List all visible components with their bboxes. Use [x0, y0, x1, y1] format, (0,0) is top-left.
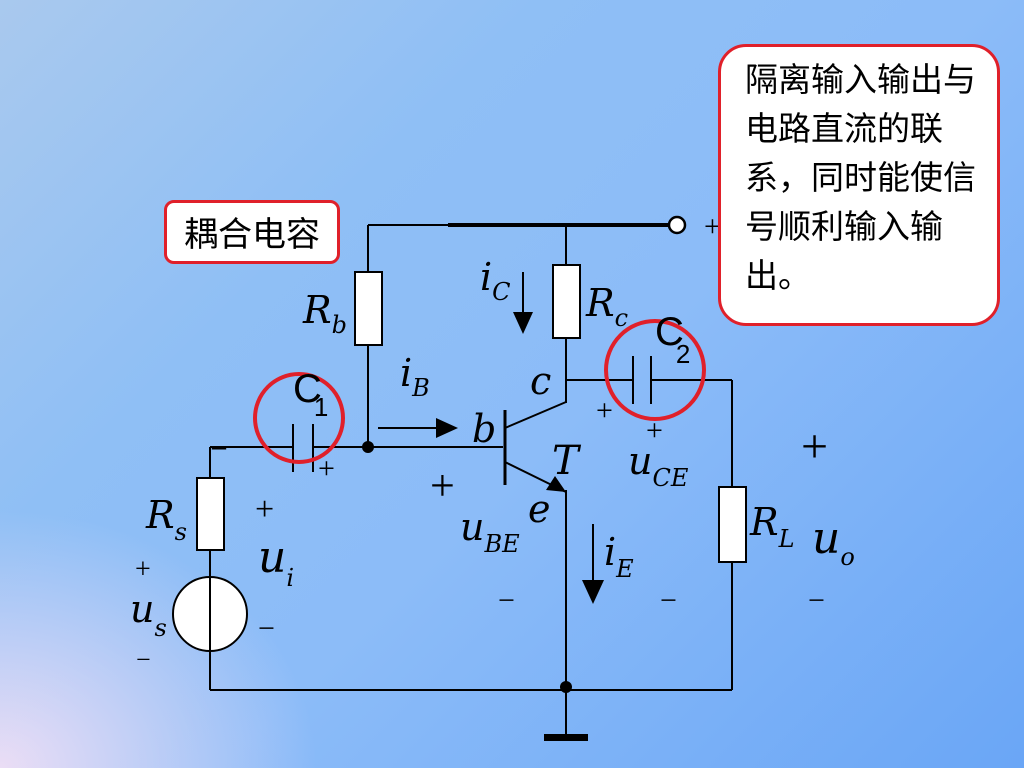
label-uce: uCE	[628, 439, 689, 492]
label-collector: c	[530, 359, 551, 403]
vcc-terminal-icon	[667, 215, 687, 235]
resistor-rb	[354, 271, 383, 346]
sign-c2-plus: +	[596, 394, 613, 427]
label-rc: Rc	[585, 281, 628, 332]
junction-ground	[560, 681, 572, 693]
label-transistor: T	[552, 438, 582, 484]
label-emitter: e	[528, 487, 551, 531]
capacitor-c1	[292, 424, 314, 472]
label-rs: Rs	[145, 493, 187, 546]
sign-us-plus: +	[135, 554, 151, 585]
label-ib: iB	[400, 351, 430, 402]
sign-ui-plus: +	[255, 491, 274, 528]
resistor-rc	[552, 264, 581, 339]
sign-vcc-plus: +	[704, 210, 721, 243]
label-ie: iE	[604, 530, 634, 583]
label-ui: ui	[258, 532, 294, 592]
label-rl: RL	[749, 500, 795, 553]
sign-us-minus: −	[136, 645, 151, 674]
label-us: us	[130, 587, 167, 642]
label-ube: uBE	[460, 505, 520, 558]
ie-arrow-icon	[582, 524, 604, 604]
sign-uo-minus: −	[808, 584, 825, 617]
junction-base	[362, 441, 374, 453]
label-base: b	[472, 407, 496, 451]
capacitor-function-note: 隔离输入输出与电路直流的联系，同时能使信号顺利输入输出。	[718, 44, 1000, 326]
sign-uce-minus: −	[660, 584, 677, 617]
sign-ube-minus: −	[498, 584, 515, 617]
resistor-rs	[196, 477, 225, 551]
coupling-capacitor-callout: 耦合电容	[164, 200, 340, 264]
background-glow	[0, 508, 320, 768]
label-c1: C1	[293, 367, 328, 422]
sign-uo-plus: +	[801, 420, 828, 473]
ib-arrow-icon	[378, 418, 458, 438]
label-uo: uo	[812, 513, 855, 571]
ground-icon	[544, 734, 588, 741]
capacitor-c2	[632, 356, 652, 404]
sign-c1-plus: +	[318, 452, 335, 485]
transistor-collector-lead	[504, 401, 567, 429]
ic-arrow-icon	[513, 272, 533, 334]
emitter-arrow-icon	[546, 476, 566, 492]
label-ic: iC	[480, 255, 511, 306]
c2-highlight-circle	[604, 319, 706, 421]
sign-uce-plus: +	[646, 414, 663, 447]
sign-ui-minus: −	[258, 612, 275, 645]
c1-highlight-circle	[253, 372, 345, 464]
sign-ube-plus: +	[430, 461, 455, 510]
label-rb: Rb	[302, 288, 347, 339]
wires	[209, 223, 733, 735]
resistor-rl	[718, 486, 747, 563]
label-c2: C2	[655, 310, 690, 369]
sign-input-dash: –	[211, 431, 227, 462]
